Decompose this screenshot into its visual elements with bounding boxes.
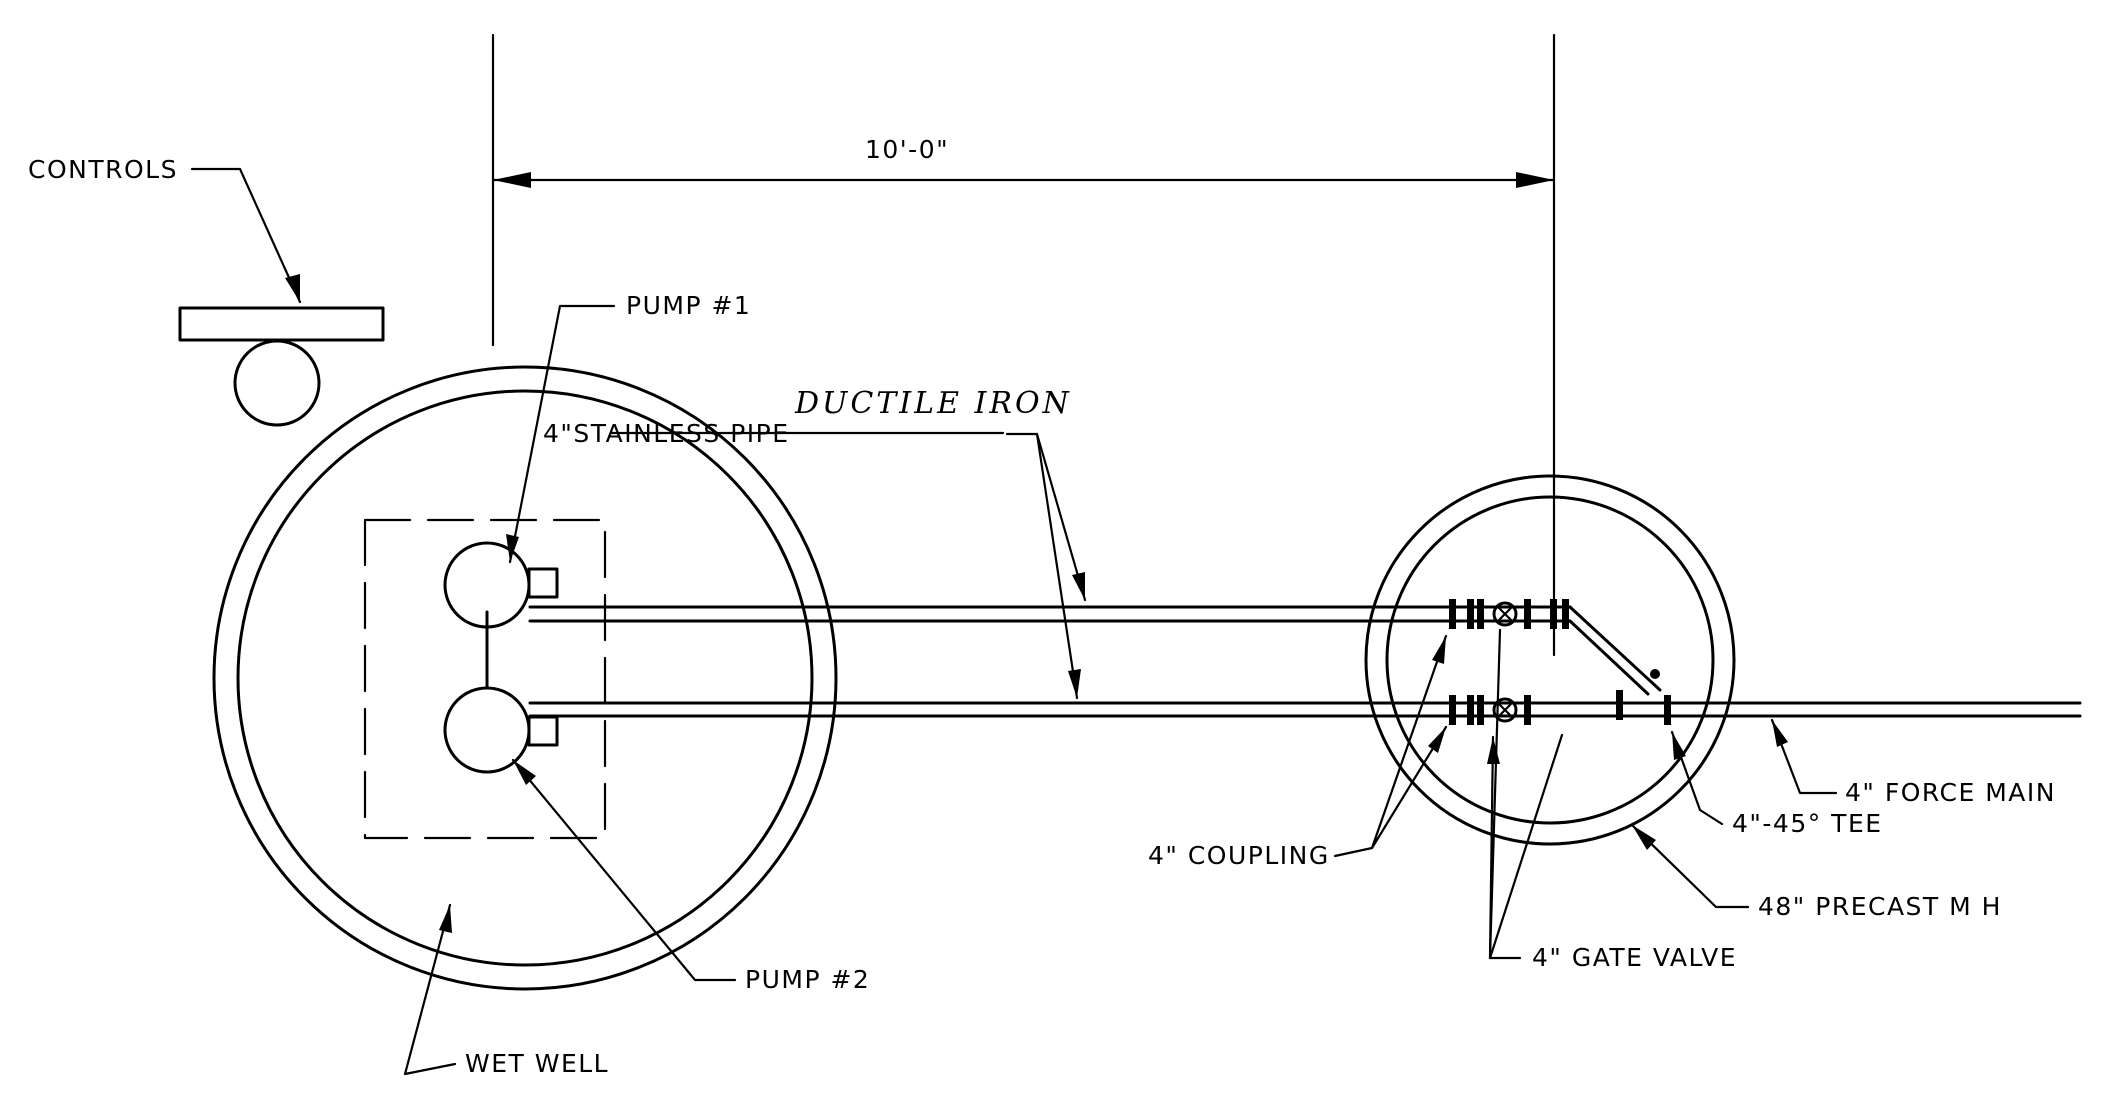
pump-2-leader (511, 758, 737, 982)
pump-hatch-outline (363, 518, 607, 840)
tee-leader-arrow (1672, 732, 1686, 760)
wet-well-leader (403, 903, 457, 1076)
manhole-label: 48" PRECAST M H (1758, 892, 2002, 921)
gate-valve-leader-arrow-lower (1487, 737, 1500, 764)
wet-well-label: WET WELL (465, 1049, 609, 1078)
pump-1-leader-arrow (506, 534, 519, 562)
gate-valve-leader-upper (1488, 628, 1502, 960)
pump-1 (443, 541, 559, 629)
gate-valve-leader-upper-2 (1488, 733, 1564, 960)
force-main-leader (1770, 718, 1838, 795)
pump-2 (443, 686, 559, 774)
pipe-material-handwritten: DUCTILE IRON (794, 386, 1072, 421)
controls-panel (178, 306, 385, 427)
pump-2-leader-arrow (513, 760, 536, 785)
discharge-pipe-lower (528, 701, 1602, 718)
pipe-leader-upper-arrow (1072, 572, 1085, 600)
force-main-leader-arrow (1772, 720, 1788, 747)
manhole-leader-arrow (1632, 825, 1656, 850)
pump-2-label: PUMP #2 (745, 965, 870, 994)
coupling-leader-arrow-lower (1428, 727, 1446, 753)
upper-fittings (1449, 599, 1662, 696)
dimension-label: 10'-0" (865, 135, 949, 164)
pipe-leader-lower (1035, 432, 1079, 700)
discharge-pipe-upper (528, 605, 1455, 623)
coupling-label: 4" COUPLING (1148, 841, 1330, 870)
controls-leader (190, 167, 302, 304)
pipe-leader-upper (1035, 432, 1087, 602)
force-main-pipe (1598, 701, 2082, 718)
pump-1-label: PUMP #1 (626, 291, 751, 320)
controls-label: CONTROLS (28, 155, 178, 184)
wet-well-leader-arrow (439, 905, 452, 933)
pipe-leader-lower-arrow (1068, 669, 1081, 698)
tee-label: 4"-45° TEE (1732, 809, 1883, 838)
manhole-leader (1630, 823, 1750, 909)
wet-well (212, 365, 838, 991)
controls-leader-arrow (285, 274, 300, 302)
coupling-leader-arrow-upper (1432, 636, 1446, 664)
force-main-label: 4" FORCE MAIN (1845, 778, 2056, 807)
gate-valve-leader (1488, 735, 1522, 960)
precast-manhole (1364, 474, 1736, 846)
dimension-line (491, 172, 1556, 188)
lower-fittings (1449, 669, 1671, 725)
gate-valve-label: 4" GATE VALVE (1532, 943, 1737, 972)
pump-1-leader (508, 304, 616, 564)
tee-leader (1670, 730, 1724, 826)
